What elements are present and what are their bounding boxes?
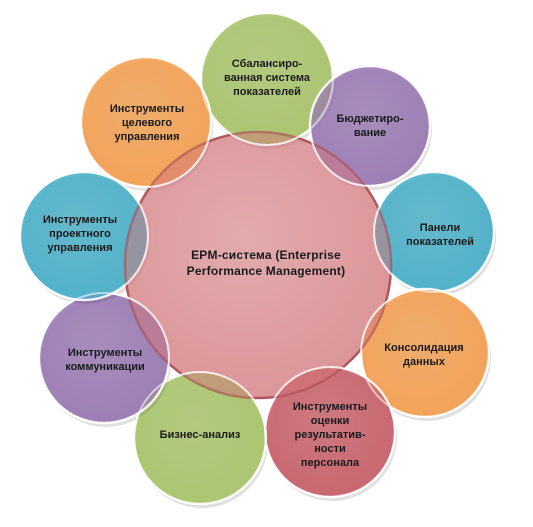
node-project-management-overlay	[19, 171, 149, 301]
center-circle	[123, 130, 393, 400]
node-budgeting-overlay	[309, 65, 431, 187]
node-personnel-evaluation-overlay	[264, 366, 396, 498]
node-communication-tools-overlay	[38, 292, 170, 424]
node-target-management-overlay	[80, 56, 212, 188]
node-business-analysis-overlay	[133, 371, 267, 505]
node-dashboards-overlay	[373, 171, 495, 293]
node-data-consolidation-overlay	[360, 288, 490, 418]
